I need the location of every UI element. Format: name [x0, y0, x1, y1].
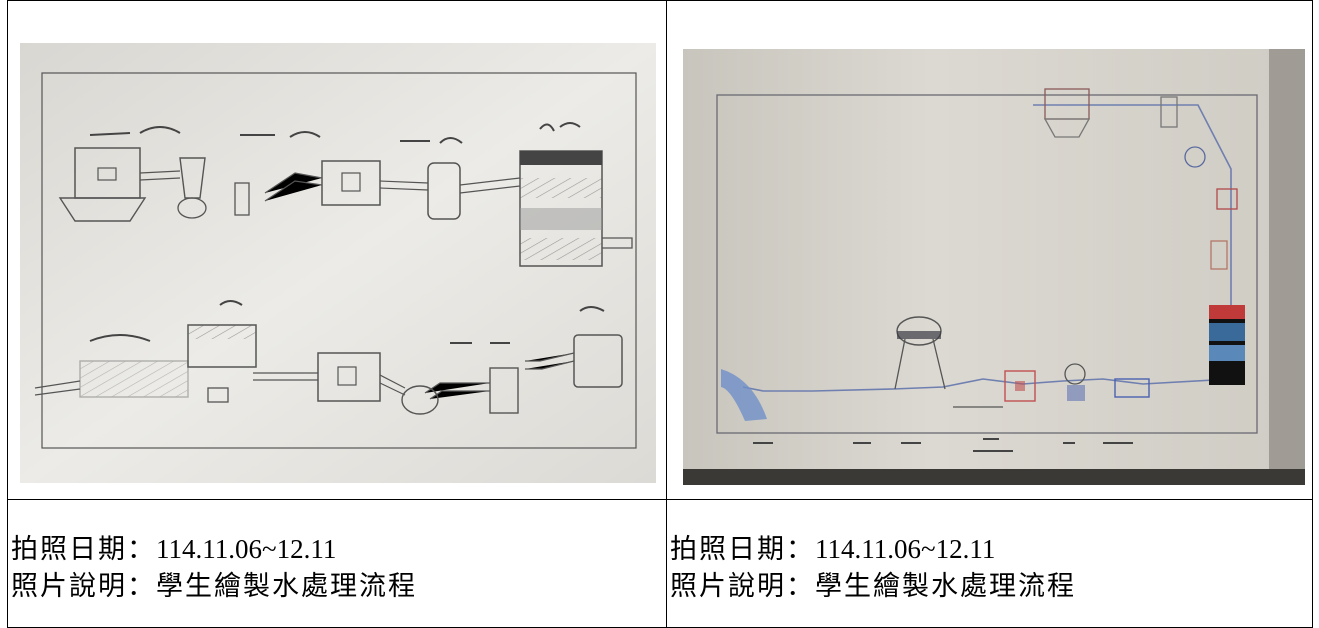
photo-caption-line: 照片說明：學生繪製水處理流程: [667, 568, 1312, 605]
photo-record-table: 拍照日期：114.11.06~12.11 照片說明：學生繪製水處理流程 拍照日期…: [7, 0, 1313, 628]
photo-caption-value: 學生繪製水處理流程: [156, 571, 417, 602]
photo-caption-line: 照片說明：學生繪製水處理流程: [8, 568, 666, 605]
water-treatment-drawing-photo: [20, 43, 656, 483]
photo-date-value: 114.11.06~12.11: [156, 534, 337, 564]
photo-caption-label: 照片說明：: [670, 571, 815, 602]
photo-date-value: 114.11.06~12.11: [815, 534, 996, 564]
photo-cell-left: [7, 0, 667, 500]
caption-cell-left: 拍照日期：114.11.06~12.11 照片說明：學生繪製水處理流程: [7, 499, 667, 628]
photo-caption-value: 學生繪製水處理流程: [815, 571, 1076, 602]
photo-date-label: 拍照日期：: [11, 534, 156, 565]
photo-cell-right: [666, 0, 1313, 500]
photo-caption-label: 照片說明：: [11, 571, 156, 602]
photo-date-line: 拍照日期：114.11.06~12.11: [667, 531, 1312, 568]
caption-cell-right: 拍照日期：114.11.06~12.11 照片說明：學生繪製水處理流程: [666, 499, 1313, 628]
photo-date-label: 拍照日期：: [670, 534, 815, 565]
water-treatment-colored-drawing-photo: [683, 49, 1305, 485]
photo-date-line: 拍照日期：114.11.06~12.11: [8, 531, 666, 568]
